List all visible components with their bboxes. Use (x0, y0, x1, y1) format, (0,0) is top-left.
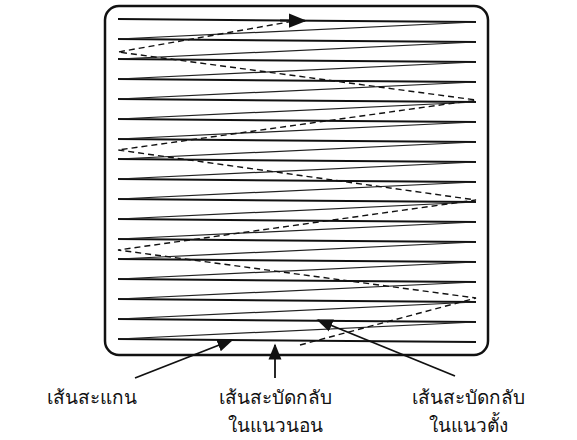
scan-line (118, 239, 476, 242)
horizontal-retrace (118, 122, 476, 139)
scan-line (118, 279, 476, 282)
horizontal-retrace (118, 202, 476, 219)
scan-line (118, 179, 476, 182)
scan-line (118, 139, 476, 142)
horizontal-retrace (118, 182, 476, 199)
scan-pattern (118, 19, 476, 345)
scan-line (118, 159, 476, 162)
scan-line (118, 39, 476, 42)
leader-arrow (318, 320, 455, 376)
scan-line (118, 299, 476, 302)
label-text: เส้นสะบัดกลับ ในแนวตั้ง (405, 384, 532, 439)
leader-arrow (274, 345, 276, 378)
direction-arrow (280, 20, 305, 22)
horizontal-retrace (118, 262, 476, 279)
scan-line (118, 199, 476, 202)
scan-line (118, 99, 476, 102)
horizontal-retrace (118, 102, 476, 119)
horizontal-retrace (118, 322, 476, 339)
horizontal-retrace (118, 302, 476, 319)
horizontal-retrace (118, 142, 476, 159)
scan-line (118, 259, 476, 262)
label-text: เส้นสะบัดกลับ ในแนวนอน (207, 384, 344, 439)
scan-line (118, 319, 476, 322)
horizontal-retrace (118, 22, 476, 39)
horizontal-retrace (118, 42, 476, 59)
horizontal-retrace (118, 82, 476, 99)
leader-lines (135, 320, 455, 378)
horizontal-retrace (118, 162, 476, 179)
horizontal-retrace (118, 282, 476, 299)
vertical-retrace (118, 20, 476, 345)
scan-line (118, 339, 476, 342)
scan-line (118, 119, 476, 122)
screen-frame (105, 6, 488, 355)
label-text: เส้นสะแกน (47, 384, 137, 412)
horizontal-retrace (118, 242, 476, 259)
horizontal-retrace (118, 62, 476, 79)
scan-line (118, 219, 476, 222)
leader-arrow (135, 340, 232, 378)
scan-line (118, 19, 476, 22)
scan-line (118, 79, 476, 82)
